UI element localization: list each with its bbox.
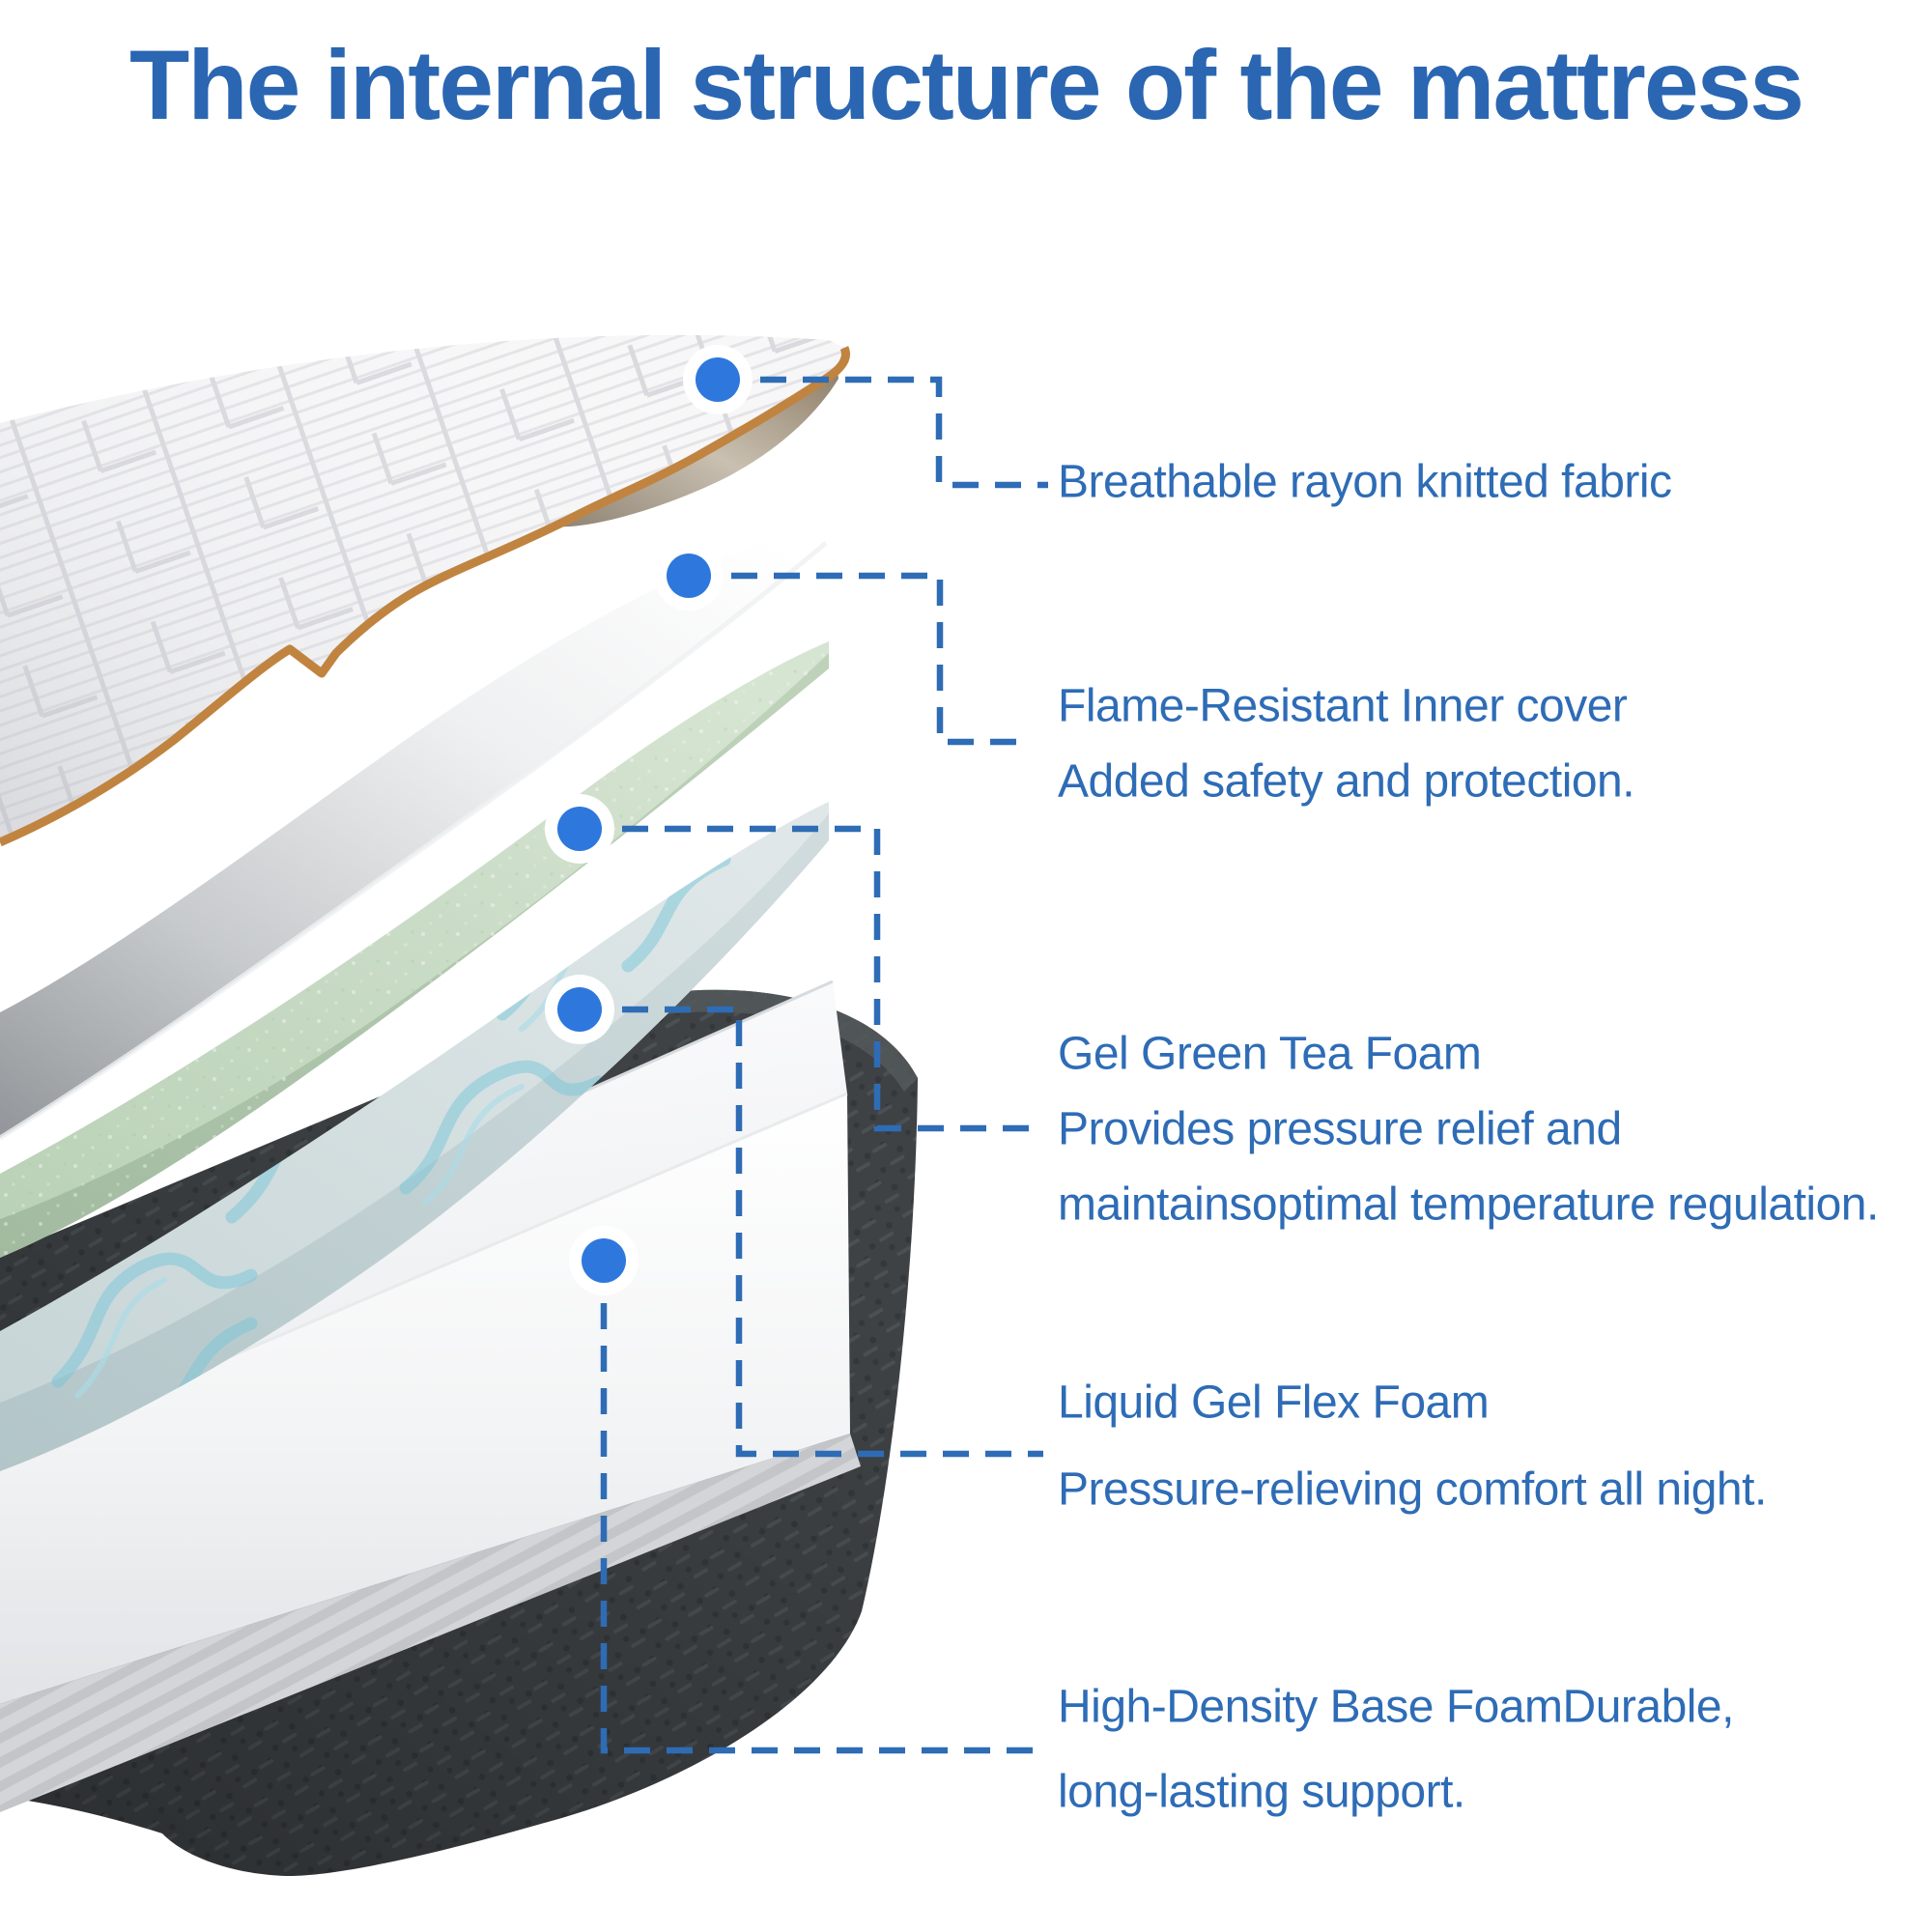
callout-label-base-foam-line2: long-lasting support. bbox=[1058, 1767, 1465, 1818]
felt-strip bbox=[0, 1434, 861, 1812]
inner-cover-sheet bbox=[0, 520, 826, 1138]
callout-label-inner-cover-line2: Added safety and protection. bbox=[1058, 756, 1634, 808]
callout-labels: Breathable rayon knitted fabric Flame-Re… bbox=[1058, 457, 1879, 1818]
green-tea-foam-layer bbox=[0, 641, 829, 1258]
swirl-foam-front-face bbox=[0, 813, 829, 1471]
base-foam-top-highlight bbox=[599, 989, 918, 1092]
connector-green-tea-foam bbox=[580, 825, 1038, 1132]
callout-label-green-foam-line3: maintainsoptimal temperature regulation. bbox=[1058, 1179, 1879, 1231]
fabric-surface-shading bbox=[0, 334, 846, 842]
swirl-foam-top-face bbox=[0, 802, 829, 1471]
callout-label-liquid-gel-line2: Pressure-relieving comfort all night. bbox=[1058, 1464, 1767, 1516]
fabric-piping-edge bbox=[0, 346, 850, 847]
callout-label-base-foam-line1: High-Density Base FoamDurable, bbox=[1058, 1682, 1734, 1733]
connector-knitted-fabric bbox=[718, 376, 1048, 489]
callout-dot-icon bbox=[545, 794, 614, 864]
callout-dot-icon bbox=[545, 975, 614, 1044]
callout-dot-icon bbox=[569, 1226, 639, 1295]
callout-label-knitted-fabric: Breathable rayon knitted fabric bbox=[1058, 457, 1672, 508]
white-foam-front-face bbox=[0, 1094, 850, 1704]
callout-label-green-foam-line2: Provides pressure relief and bbox=[1058, 1104, 1622, 1155]
connector-base-foam bbox=[600, 1261, 1049, 1754]
callout-label-inner-cover-line1: Flame-Resistant Inner cover bbox=[1058, 681, 1628, 732]
callout-dot-icon bbox=[654, 541, 724, 611]
page-title: The internal structure of the mattress bbox=[128, 30, 1804, 140]
callout-dot-icon bbox=[683, 345, 753, 414]
knitted-fabric-layer bbox=[0, 334, 850, 847]
inner-cover-bottom-rim bbox=[0, 541, 828, 1141]
callout-markers bbox=[545, 345, 753, 1295]
callout-connectors bbox=[580, 376, 1049, 1754]
green-foam-speckles bbox=[0, 641, 829, 1258]
callout-label-green-foam-line1: Gel Green Tea Foam bbox=[1058, 1029, 1481, 1080]
callout-label-liquid-gel-line1: Liquid Gel Flex Foam bbox=[1058, 1378, 1489, 1429]
inner-cover-layer bbox=[0, 520, 828, 1141]
